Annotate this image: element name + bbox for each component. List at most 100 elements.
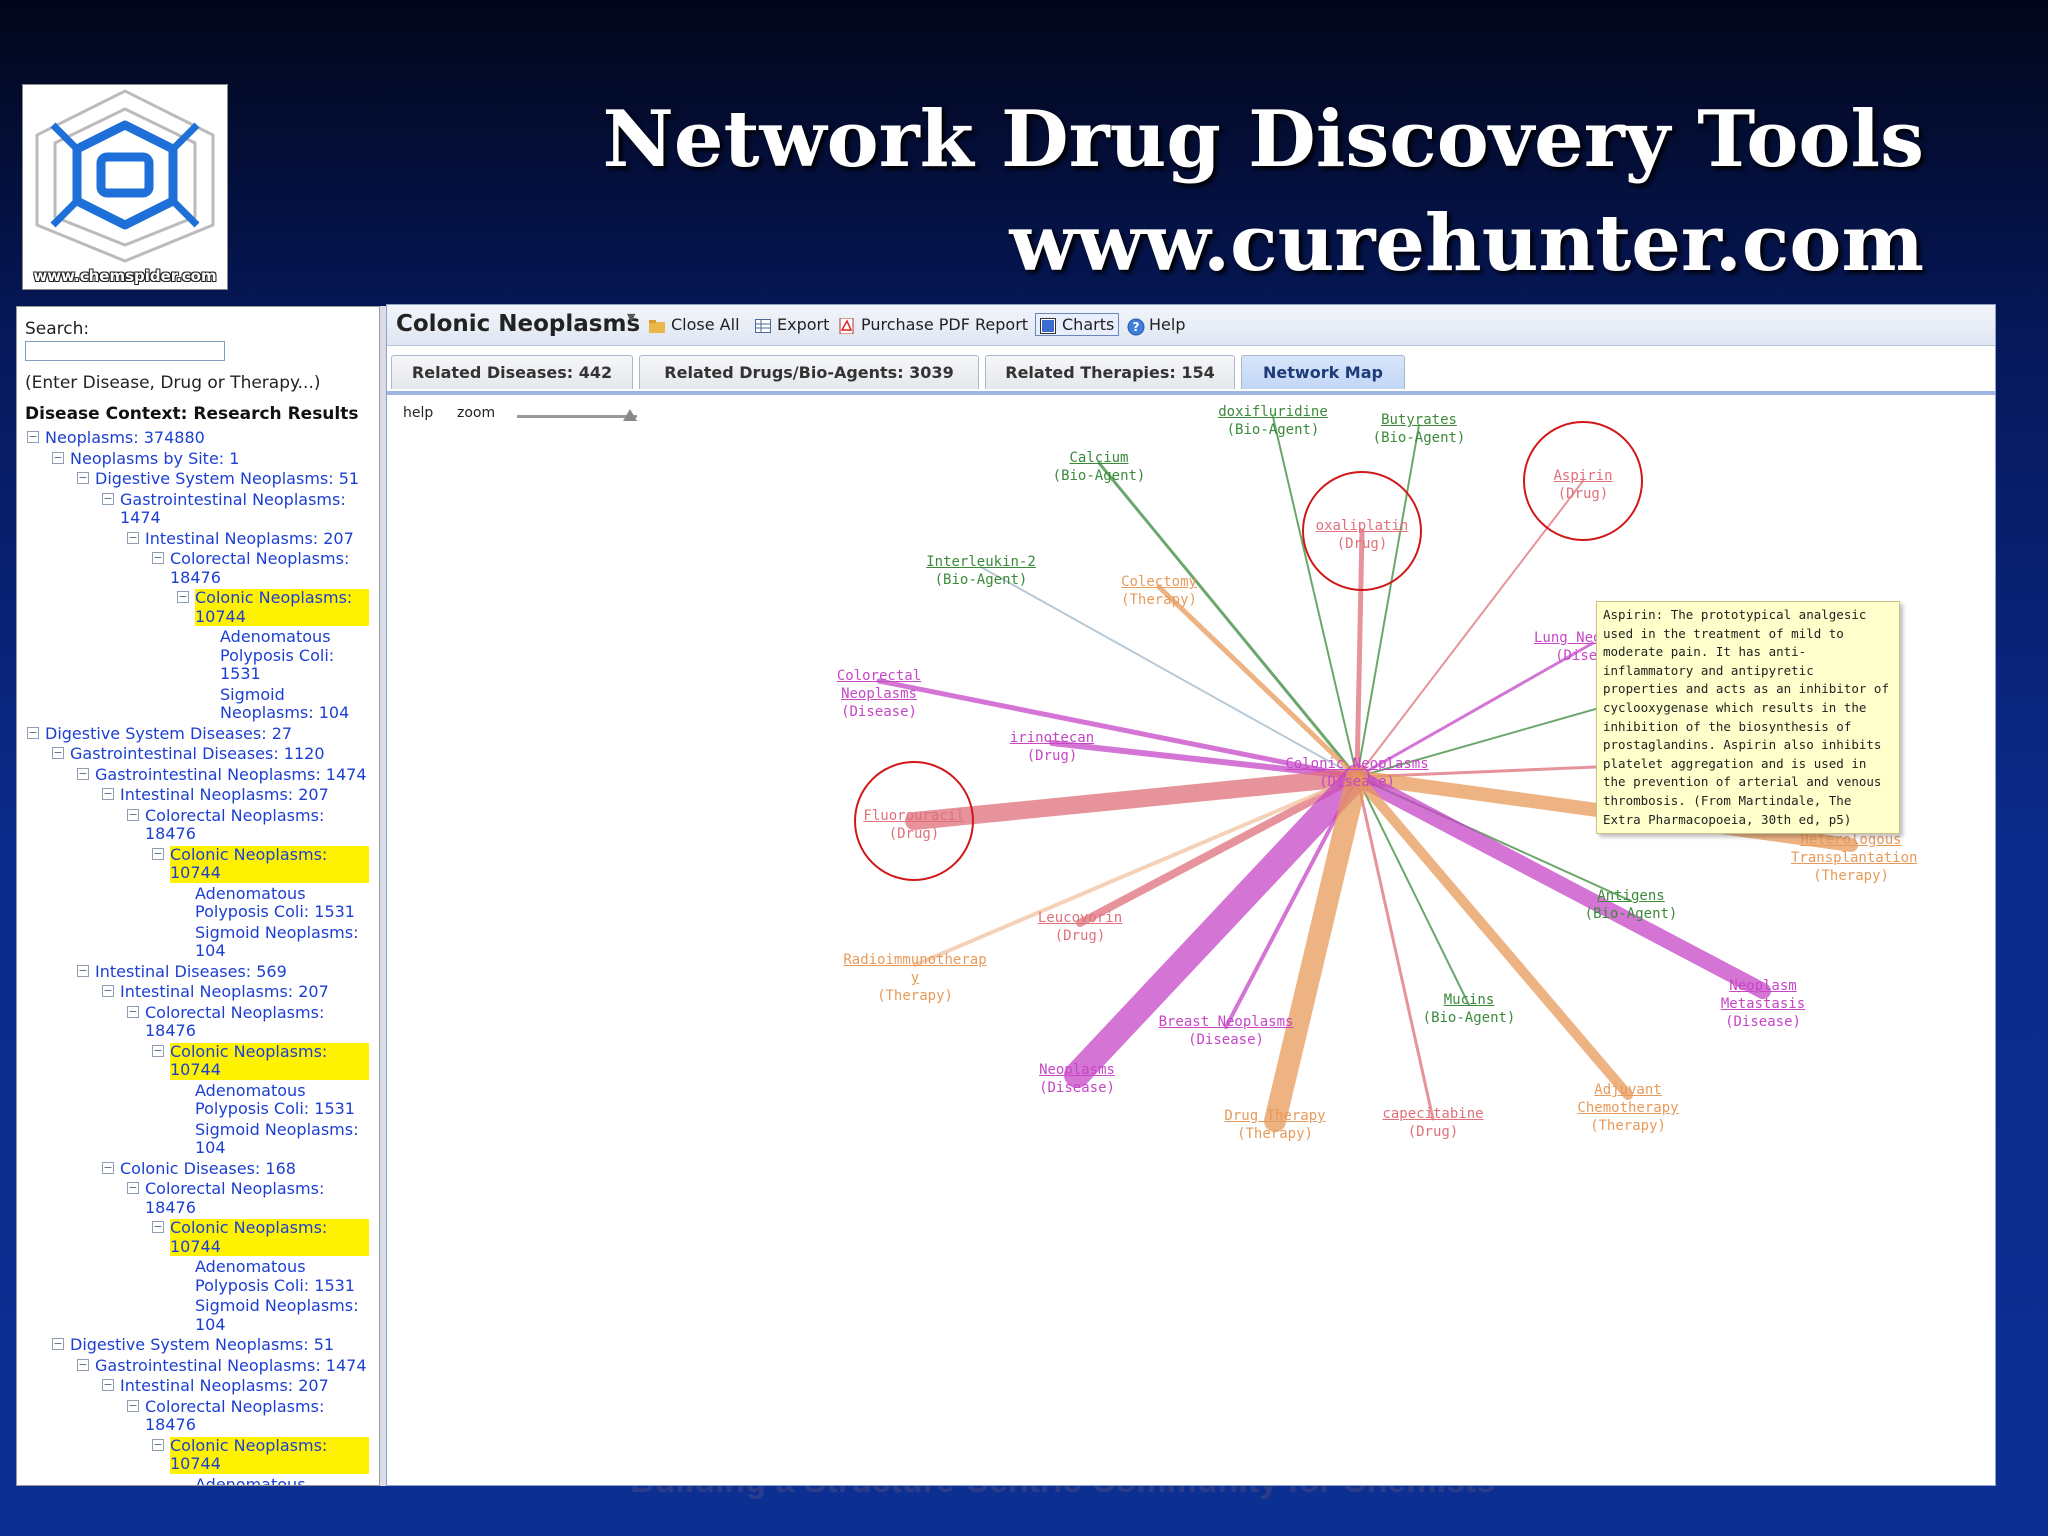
network-node[interactable]: Drug Therapy(Therapy) <box>1224 1107 1325 1143</box>
center-node[interactable]: Colonic Neoplasms(Disease) <box>1285 755 1428 791</box>
tree-node[interactable]: Adenomatous Polyposis Coli: 1531 <box>17 1080 379 1119</box>
tree-node[interactable]: −Colonic Neoplasms: 10744 <box>17 844 379 883</box>
tree-node[interactable]: Sigmoid Neoplasms: 104 <box>17 684 379 723</box>
network-node-name[interactable]: capecitabine <box>1382 1106 1484 1122</box>
network-node-name[interactable]: Breast Neoplasms <box>1158 1014 1294 1030</box>
close-all-button[interactable]: Close All <box>649 315 740 334</box>
network-node[interactable]: Adjuvant Chemotherapy(Therapy) <box>1568 1081 1688 1135</box>
collapse-toggle-icon[interactable]: − <box>127 1398 139 1412</box>
network-node[interactable]: Leucovorin(Drug) <box>1038 909 1122 945</box>
tree-node-label[interactable]: Neoplasms by Site: 1 <box>70 448 240 468</box>
tree-node-label[interactable]: Intestinal Diseases: 569 <box>95 961 287 981</box>
network-node[interactable]: Mucins(Bio-Agent) <box>1423 991 1516 1027</box>
tree-node[interactable]: −Colonic Diseases: 168 <box>17 1158 379 1179</box>
tree-node[interactable]: −Colorectal Neoplasms: 18476 <box>17 1396 379 1435</box>
tree-node[interactable]: −Digestive System Neoplasms: 51 <box>17 468 379 489</box>
tree-node-label[interactable]: Sigmoid Neoplasms: 104 <box>195 922 359 960</box>
network-node-name[interactable]: Neoplasm Metastasis <box>1720 978 1806 1012</box>
collapse-toggle-icon[interactable]: − <box>27 725 39 739</box>
network-node-name[interactable]: Neoplasms <box>1039 1062 1115 1078</box>
tree-node-label[interactable]: Colonic Neoplasms: 10744 <box>195 588 369 626</box>
tab-network-map[interactable]: Network Map <box>1241 355 1405 389</box>
tree-node-label[interactable]: Colonic Neoplasms: 10744 <box>170 1042 369 1080</box>
tree-node-label[interactable]: Intestinal Neoplasms: 207 <box>120 1376 329 1395</box>
tree-node[interactable]: −Colonic Neoplasms: 10744 <box>17 1217 379 1256</box>
tree-node[interactable]: −Digestive System Diseases: 27 <box>17 723 379 744</box>
tree-node[interactable]: Adenomatous Polyposis Coli: 1531 <box>17 883 379 922</box>
tree-node[interactable]: −Digestive System Neoplasms: 51 <box>17 1334 379 1355</box>
network-node-name[interactable]: doxifluridine <box>1218 404 1328 420</box>
network-node[interactable]: irinotecan(Drug) <box>1010 729 1094 765</box>
tab-related-drugs[interactable]: Related Drugs/Bio-Agents: 3039 <box>639 355 979 389</box>
tree-node[interactable]: −Colorectal Neoplasms: 18476 <box>17 548 379 587</box>
tree-node-label[interactable]: Intestinal Neoplasms: 207 <box>145 528 354 548</box>
network-node[interactable]: Calcium(Bio-Agent) <box>1053 449 1146 485</box>
tree-node-label[interactable]: Intestinal Neoplasms: 207 <box>120 785 329 804</box>
tree-node[interactable]: −Colorectal Neoplasms: 18476 <box>17 1002 379 1041</box>
collapse-toggle-icon[interactable]: − <box>127 1181 139 1194</box>
tree-node[interactable]: −Neoplasms by Site: 1 <box>17 448 379 469</box>
tree-node-label[interactable]: Colorectal Neoplasms: 18476 <box>145 1002 325 1040</box>
tree-node[interactable]: −Intestinal Neoplasms: 207 <box>17 528 379 549</box>
collapse-toggle-icon[interactable]: − <box>127 530 139 544</box>
network-node-name[interactable]: Adjuvant Chemotherapy <box>1577 1082 1679 1116</box>
tree-node-label[interactable]: Adenomatous Polyposis Coli: 1531 <box>195 883 355 921</box>
tree-node-label[interactable]: Neoplasms: 374880 <box>45 428 205 447</box>
tree-node-label[interactable]: Digestive System Neoplasms: 51 <box>70 1335 335 1354</box>
export-button[interactable]: Export <box>755 315 829 334</box>
tree-node-label[interactable]: Colorectal Neoplasms: 18476 <box>145 805 325 843</box>
tree-node-label[interactable]: Colorectal Neoplasms: 18476 <box>145 1179 325 1217</box>
tree-node[interactable]: Sigmoid Neoplasms: 104 <box>17 922 379 961</box>
tree-node-label[interactable]: Adenomatous Polyposis Coli: 1531 <box>195 1257 355 1295</box>
tree-node[interactable]: −Colonic Neoplasms: 10744 <box>17 587 379 626</box>
network-node-name[interactable]: Colonic Neoplasms <box>1285 756 1429 772</box>
tab-related-therapies[interactable]: Related Therapies: 154 <box>985 355 1235 389</box>
collapse-toggle-icon[interactable]: − <box>152 1043 164 1057</box>
tree-node[interactable]: −Colonic Neoplasms: 10744 <box>17 1435 379 1474</box>
tree-node-label[interactable]: Sigmoid Neoplasms: 104 <box>195 1296 359 1334</box>
network-node[interactable]: Neoplasm Metastasis(Disease) <box>1703 977 1823 1031</box>
tree-node[interactable]: −Colorectal Neoplasms: 18476 <box>17 805 379 844</box>
tree-node-label[interactable]: Adenomatous Polyposis Coli: 1531 <box>195 1080 355 1118</box>
network-node-name[interactable]: Interleukin-2 <box>926 554 1036 570</box>
tree-node-label[interactable]: Gastrointestinal Neoplasms: 1474 <box>120 489 346 527</box>
network-node-name[interactable]: Heterologous Transplantation <box>1791 832 1918 866</box>
collapse-toggle-icon[interactable]: − <box>77 963 89 977</box>
network-node-name[interactable]: Antigens <box>1597 888 1665 904</box>
network-node-name[interactable]: Calcium <box>1069 450 1129 466</box>
tree-node[interactable]: Sigmoid Neoplasms: 104 <box>17 1295 379 1334</box>
network-node[interactable]: Colorectal Neoplasms(Disease) <box>819 667 939 721</box>
collapse-toggle-icon[interactable]: − <box>152 1437 164 1451</box>
network-node[interactable]: capecitabine(Drug) <box>1382 1105 1483 1141</box>
network-node-name[interactable]: irinotecan <box>1009 730 1095 746</box>
tree-node-label[interactable]: Colorectal Neoplasms: 18476 <box>170 549 350 587</box>
tree-node-label[interactable]: Gastrointestinal Neoplasms: 1474 <box>95 1355 367 1375</box>
tree-node-label[interactable]: Colonic Neoplasms: 10744 <box>170 1218 369 1256</box>
tree-node-label[interactable]: Gastrointestinal Neoplasms: 1474 <box>95 764 367 784</box>
collapse-toggle-icon[interactable]: − <box>127 807 139 821</box>
network-node[interactable]: doxifluridine(Bio-Agent) <box>1218 403 1328 439</box>
tree-node[interactable]: Adenomatous Polyposis Coli: 1531 <box>17 1474 379 1485</box>
tree-node-label[interactable]: Gastrointestinal Diseases: 1120 <box>70 744 325 763</box>
network-node[interactable]: Neoplasms(Disease) <box>1039 1061 1115 1097</box>
tree-node[interactable]: −Intestinal Diseases: 569 <box>17 961 379 982</box>
collapse-toggle-icon[interactable]: − <box>52 1337 64 1350</box>
network-node-name[interactable]: Drug Therapy <box>1224 1108 1326 1124</box>
collapse-toggle-icon[interactable]: − <box>27 430 39 443</box>
tree-node-label[interactable]: Sigmoid Neoplasms: 104 <box>195 1119 359 1157</box>
tree-node-label[interactable]: Colorectal Neoplasms: 18476 <box>145 1396 325 1434</box>
network-node[interactable]: Radioimmunotherapy(Therapy) <box>840 951 990 1005</box>
network-node[interactable]: Heterologous Transplantation(Therapy) <box>1791 831 1918 885</box>
tree-node[interactable]: −Gastrointestinal Diseases: 1120 <box>17 743 379 764</box>
network-node[interactable]: Interleukin-2(Bio-Agent) <box>926 553 1036 589</box>
tree-node[interactable]: Adenomatous Polyposis Coli: 1531 <box>17 1256 379 1295</box>
collapse-toggle-icon[interactable]: − <box>152 551 164 564</box>
tree-node[interactable]: −Gastrointestinal Neoplasms: 1474 <box>17 489 379 528</box>
tree-node[interactable]: −Intestinal Neoplasms: 207 <box>17 1375 379 1396</box>
zoom-slider-handle[interactable] <box>623 409 637 421</box>
network-node[interactable]: Antigens(Bio-Agent) <box>1585 887 1678 923</box>
tree-node-label[interactable]: Intestinal Neoplasms: 207 <box>120 982 329 1001</box>
tree-node[interactable]: −Gastrointestinal Neoplasms: 1474 <box>17 764 379 785</box>
collapse-toggle-icon[interactable]: − <box>127 1004 139 1018</box>
network-node-name[interactable]: Colectomy <box>1121 574 1197 590</box>
